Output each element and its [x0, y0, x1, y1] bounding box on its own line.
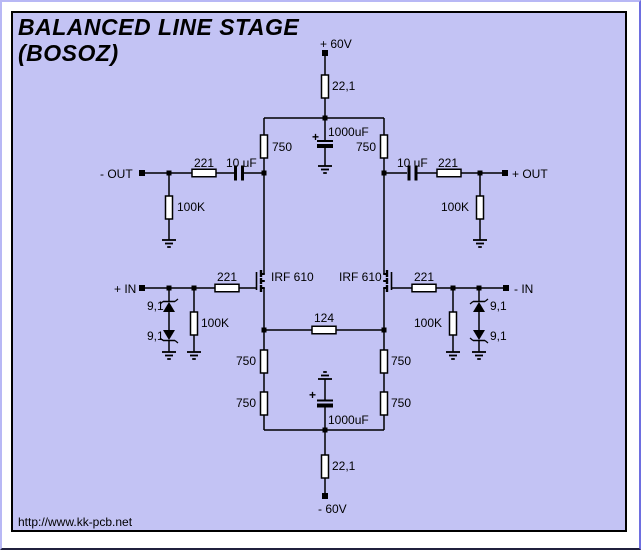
- resistor-gnd-in-left-label: 100K: [201, 316, 229, 330]
- top-decoupling-cap: + 1000uF: [312, 118, 369, 174]
- resistor-gate-right-label: 221: [414, 270, 434, 284]
- polarity-plus: +: [312, 130, 319, 144]
- terminal-in-pos: [139, 285, 145, 291]
- resistor-gnd-in-right: [448, 311, 458, 336]
- source-rail: 124: [261, 311, 387, 335]
- in-pos-label: + IN: [114, 282, 136, 296]
- schematic-title: BALANCED LINE STAGE(BOSOZ): [18, 14, 299, 66]
- ground-icon: [317, 165, 333, 174]
- supply-pos-label: + 60V: [320, 37, 352, 51]
- supply-neg-label: - 60V: [318, 502, 347, 516]
- resistor-drain-left-label: 750: [272, 140, 292, 154]
- drain-load-left: 750: [259, 118, 292, 274]
- resistor-out-left: [191, 168, 217, 178]
- out-pos-label: + OUT: [512, 167, 548, 181]
- resistor-source-left-2: [259, 391, 269, 416]
- resistor-gate-left: [214, 283, 240, 293]
- resistor-source-right-1: [379, 349, 389, 374]
- resistor-gnd-out-left: [164, 195, 174, 220]
- capacitor-top-label: 1000uF: [328, 125, 369, 139]
- resistor-gate-right: [411, 283, 437, 293]
- source-chain-right: 750 750: [379, 330, 411, 430]
- resistor-source-left-1-label: 750: [236, 354, 256, 368]
- resistor-out-right: [436, 168, 462, 178]
- capacitor-out-left-label: 10 uF: [226, 156, 257, 170]
- resistor-gnd-out-left-label: 100K: [177, 200, 205, 214]
- ground-icon: [471, 351, 487, 360]
- resistor-source-left-1: [259, 349, 269, 374]
- mosfet-left: IRF 610: [255, 268, 314, 330]
- terminal-in-neg: [503, 285, 509, 291]
- input-neg-branch: 221 - IN 100K 9,1 9,1: [391, 270, 533, 360]
- zener-diode-up: [469, 298, 489, 313]
- title-line2: (BOSOZ): [18, 40, 119, 66]
- capacitor-out-right-label: 10 uF: [397, 156, 428, 170]
- zener-right-bottom-label: 9,1: [490, 329, 507, 343]
- drain-load-right: 750: [356, 118, 389, 274]
- zener-right-top-label: 9,1: [490, 299, 507, 313]
- terminal-out-pos: [502, 170, 508, 176]
- out-neg-label: - OUT: [100, 167, 133, 181]
- in-neg-label: - IN: [514, 282, 533, 296]
- ground-icon: [161, 239, 177, 248]
- capacitor-bottom-label: 1000uF: [328, 413, 369, 427]
- terminal-out-neg: [139, 170, 145, 176]
- negative-supply-branch: 22,1 - 60V: [318, 430, 356, 516]
- terminal-minus60: [322, 493, 328, 499]
- footer-url: http://www.kk-pcb.net: [18, 515, 133, 529]
- ground-icon: [161, 351, 177, 360]
- schematic-board: [11, 11, 627, 532]
- resistor-supply-bottom: [320, 454, 330, 479]
- polarity-plus: +: [309, 388, 316, 402]
- output-neg-branch: - OUT 221 10 uF 100K: [100, 156, 264, 248]
- ground-icon: [186, 351, 202, 360]
- source-chain-left: 750 750: [236, 330, 269, 430]
- bottom-decoupling-cap: + 1000uF: [309, 371, 369, 430]
- resistor-source-right-2-label: 750: [391, 396, 411, 410]
- title-line1: BALANCED LINE STAGE: [18, 14, 300, 40]
- resistor-gate-left-label: 221: [217, 270, 237, 284]
- terminal-plus60: [322, 50, 328, 56]
- ground-icon: [445, 351, 461, 360]
- resistor-gnd-in-right-label: 100K: [414, 316, 442, 330]
- resistor-source-link: [311, 325, 337, 335]
- resistor-gnd-in-left: [189, 311, 199, 336]
- resistor-drain-right: [379, 134, 389, 159]
- zener-left-top-label: 9,1: [147, 299, 164, 313]
- resistor-source-right-1-label: 750: [391, 354, 411, 368]
- output-pos-branch: 10 uF 221 + OUT 100K: [384, 156, 548, 248]
- resistor-supply-top: [320, 74, 330, 99]
- capacitor-top: [317, 140, 333, 148]
- positive-supply-branch: + 60V 22,1: [264, 37, 384, 121]
- resistor-out-left-label: 221: [194, 156, 214, 170]
- mosfet-left-label: IRF 610: [271, 270, 314, 284]
- mosfet-right-label: IRF 610: [339, 270, 382, 284]
- resistor-drain-left: [259, 134, 269, 159]
- resistor-gnd-out-right-label: 100K: [441, 200, 469, 214]
- resistor-supply-bottom-label: 22,1: [332, 459, 356, 473]
- input-pos-branch: + IN 221 9,1 9,1 100K: [114, 270, 257, 360]
- resistor-source-left-2-label: 750: [236, 396, 256, 410]
- zener-left-bottom-label: 9,1: [147, 329, 164, 343]
- ground-icon: [472, 239, 488, 248]
- resistor-source-right-2: [379, 391, 389, 416]
- capacitor-bottom: [317, 399, 333, 408]
- resistor-supply-top-label: 22,1: [332, 79, 356, 93]
- resistor-out-right-label: 221: [438, 156, 458, 170]
- resistor-drain-right-label: 750: [356, 140, 376, 154]
- ground-icon: [317, 371, 333, 380]
- mosfet-right: IRF 610: [339, 268, 393, 330]
- resistor-source-link-label: 124: [314, 311, 334, 325]
- resistor-gnd-out-right: [475, 195, 485, 220]
